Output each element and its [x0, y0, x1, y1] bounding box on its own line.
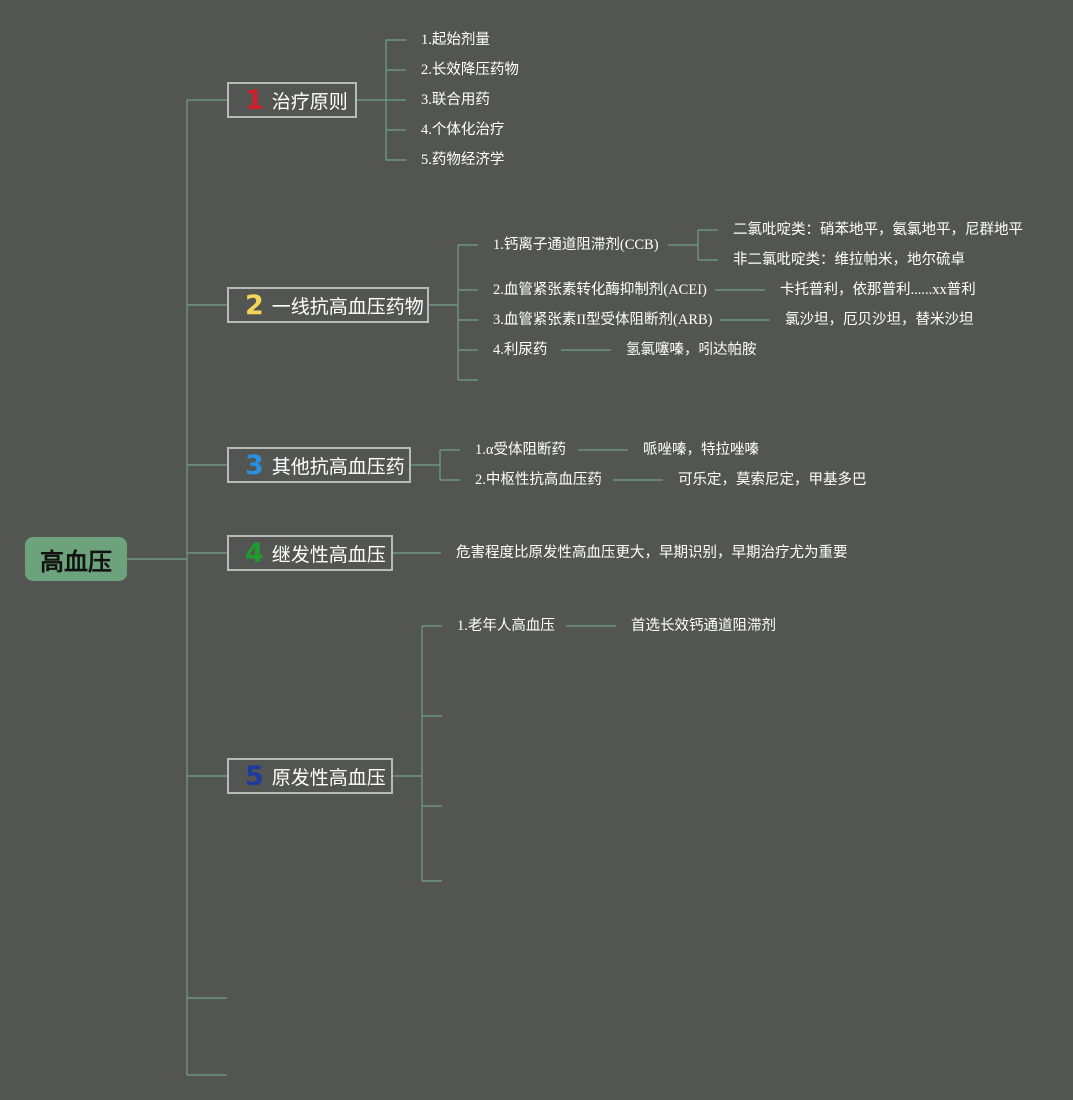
leaf-detail[interactable]: 非二氯吡啶类：维拉帕米，地尔硫卓	[733, 252, 965, 268]
leaf-item[interactable]: 3.联合用药	[421, 92, 490, 108]
leaf-item[interactable]: 2.血管紧张素转化酶抑制剂(ACEI)	[493, 282, 707, 298]
leaf-detail[interactable]: 哌唑嗪，特拉唑嗪	[643, 442, 759, 458]
branch-number: 2	[245, 289, 264, 321]
leaf-item[interactable]: 4.利尿药	[493, 342, 548, 358]
leaf-detail[interactable]: 二氯吡啶类：硝苯地平，氨氯地平，尼群地平	[733, 222, 1023, 238]
root-node[interactable]: 高血压	[25, 537, 127, 581]
leaf-item[interactable]: 5.药物经济学	[421, 152, 505, 168]
leaf-item[interactable]: 4.个体化治疗	[421, 122, 505, 138]
leaf-detail[interactable]: 卡托普利，依那普利......xx普利	[780, 282, 976, 298]
branch-label: 一线抗高血压药物	[271, 295, 424, 318]
branch-first-line-drugs[interactable]: 2 一线抗高血压药物	[227, 287, 429, 323]
branch-other-drugs[interactable]: 3 其他抗高血压药	[227, 447, 411, 483]
leaf-item[interactable]: 3.血管紧张素II型受体阻断剂(ARB)	[493, 312, 713, 328]
leaf-item[interactable]: 2.长效降压药物	[421, 62, 519, 78]
leaf-detail[interactable]: 氢氯噻嗪，吲达帕胺	[626, 342, 757, 358]
branch-primary-hypertension[interactable]: 5 原发性高血压	[227, 758, 393, 794]
branch-number: 1	[245, 84, 264, 116]
leaf-detail[interactable]: 可乐定，莫索尼定，甲基多巴	[678, 472, 867, 488]
branch-label: 治疗原则	[271, 90, 348, 113]
root-label: 高血压	[40, 547, 112, 576]
branch-label: 原发性高血压	[271, 766, 386, 789]
leaf-detail[interactable]: 首选长效钙通道阻滞剂	[631, 618, 776, 634]
leaf-detail[interactable]: 危害程度比原发性高血压更大，早期识别，早期治疗尤为重要	[456, 545, 848, 561]
branch-label: 其他抗高血压药	[271, 455, 405, 478]
leaf-item[interactable]: 1.起始剂量	[421, 32, 490, 48]
leaf-detail[interactable]: 氯沙坦，厄贝沙坦，替米沙坦	[785, 312, 974, 328]
leaf-item[interactable]: 1.老年人高血压	[457, 618, 555, 634]
leaf-item[interactable]: 2.中枢性抗高血压药	[475, 472, 602, 488]
branch-number: 3	[245, 449, 264, 481]
branch-secondary-hypertension[interactable]: 4 继发性高血压	[227, 535, 393, 571]
branch-treatment-principles[interactable]: 1 治疗原则	[227, 82, 357, 118]
branch-label: 继发性高血压	[271, 543, 386, 566]
leaf-item[interactable]: 1.钙离子通道阻滞剂(CCB)	[493, 237, 659, 253]
branch-number: 5	[245, 760, 264, 792]
leaf-item[interactable]: 1.α受体阻断药	[475, 442, 566, 458]
branch-number: 4	[245, 537, 264, 569]
